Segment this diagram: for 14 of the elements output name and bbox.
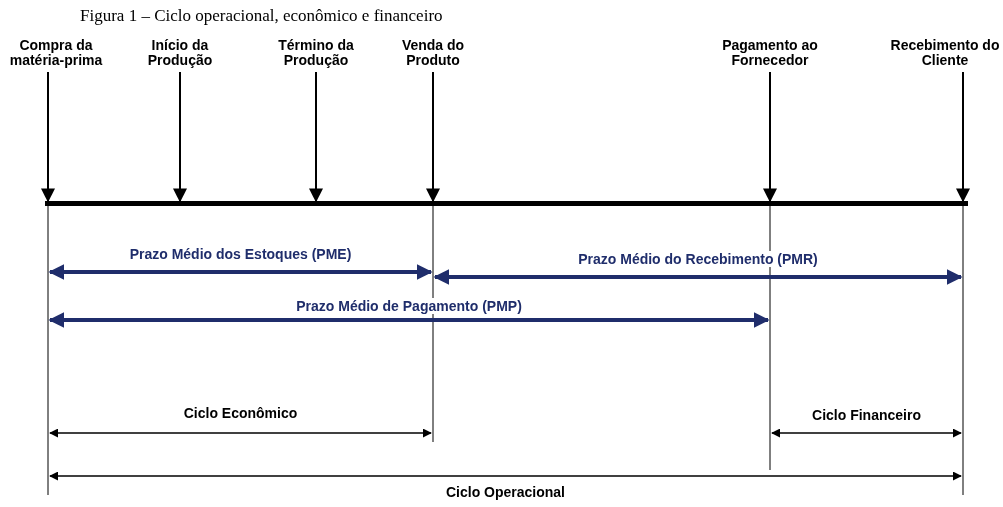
event-label: Recebimento do Cliente (889, 38, 1001, 68)
timeline-bar (45, 201, 968, 206)
event-label: Início da Produção (124, 38, 236, 68)
arrow (173, 71, 187, 203)
event-label: Venda do Produto (377, 38, 489, 68)
arrow (763, 71, 777, 203)
arrow (956, 71, 970, 203)
event-label: Compra da matéria-prima (0, 38, 112, 68)
arrow (309, 71, 323, 203)
event-label: Término da Produção (260, 38, 372, 68)
arrow (426, 71, 440, 203)
event-label: Pagamento ao Fornecedor (714, 38, 826, 68)
arrow (41, 71, 55, 203)
figure-title: Figura 1 – Ciclo operacional, econômico e financeiro (80, 6, 443, 26)
